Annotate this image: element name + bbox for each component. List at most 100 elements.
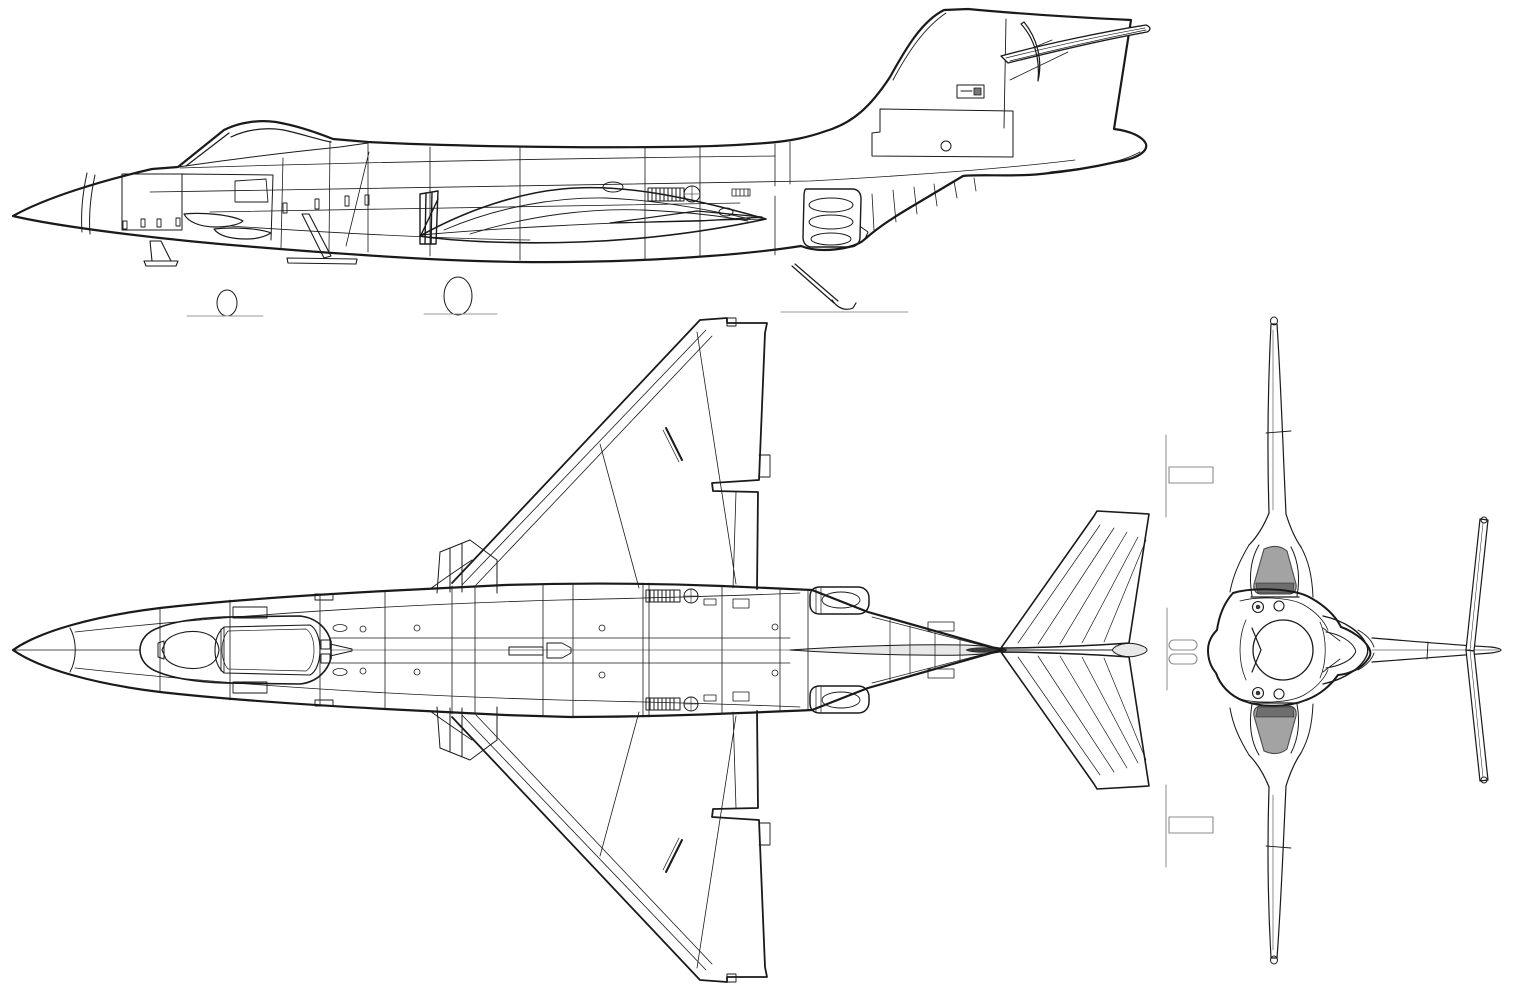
tail-hook [861, 227, 868, 239]
plan-fan-upper-cross [684, 589, 698, 603]
fuselage-section-outline [1208, 589, 1370, 705]
tailplane-front-upper [1466, 519, 1488, 651]
ref-mid-pill-1 [1169, 640, 1197, 650]
fin-emblem-dot [974, 88, 981, 95]
cannon-port-3 [1253, 688, 1264, 699]
canopy-front-outer [1323, 616, 1368, 684]
wing-section-line-1 [444, 198, 750, 230]
canopy-bow-frames [221, 627, 224, 673]
plan-small-rects [704, 599, 749, 701]
cannon-dot-1 [1256, 605, 1260, 609]
ref-top-rect [1169, 467, 1213, 483]
splitter-strake-upper [184, 213, 243, 227]
tailplane-front-lower [1466, 650, 1488, 781]
radome-ring-arc [70, 628, 75, 672]
elevator-travel-arc [1021, 22, 1040, 81]
splitter-strake-lower [214, 228, 271, 239]
wing-blade-lower [1268, 786, 1286, 958]
tailplane-upper-ribs [1018, 525, 1146, 644]
main-wheel [444, 277, 472, 315]
cannon-port-4 [1274, 689, 1284, 699]
fuselage-longeron-mid [150, 160, 1075, 192]
windshield-frame [186, 129, 331, 166]
wing-upper [452, 318, 767, 589]
vent-ticks [283, 195, 369, 213]
fuselage-longeron-top [75, 593, 800, 632]
intake-rim-upper [1250, 545, 1298, 596]
fin-emblem [957, 85, 984, 98]
fuselage-outline [13, 9, 1146, 262]
wing-root-fairing-lower [437, 707, 497, 760]
aft-sensor-circle [941, 141, 951, 151]
wing-upper-root-flares [1249, 513, 1301, 547]
intake-edge-tabs [315, 594, 333, 706]
cockpit-side-panels [233, 607, 267, 693]
fin-leading-edge-inner [893, 13, 946, 80]
nose-gear-bay-panel [122, 174, 273, 240]
wing-lower-fence [666, 840, 682, 872]
probe-v-notch [1252, 628, 1261, 672]
wing-section-line-2 [470, 210, 748, 234]
wing-upper-tip-cap [1271, 317, 1278, 325]
radome-joint-arcs [82, 173, 95, 234]
wing-lower-fence-line [663, 838, 679, 870]
fuselage-oval-vent [719, 208, 733, 216]
intake-lip-lines [1251, 597, 1299, 703]
windshield-plan-lens [162, 631, 219, 668]
cannon-dot-3 [1256, 691, 1260, 695]
wing-lower-tip-notch [727, 974, 736, 982]
tailplane-rib-lines [1006, 28, 1146, 61]
cannon-port-1 [1253, 602, 1264, 613]
plan-grille-lower [646, 698, 680, 710]
tailplane-inner-lines [1470, 523, 1483, 777]
wing-fairing-upper [1230, 545, 1313, 597]
tail-bullet-seam [1050, 152, 1140, 172]
canopy-sill-line [178, 143, 368, 167]
wing-upper-te-tab [759, 455, 770, 477]
tail-bumper-strut [792, 264, 856, 309]
nose-wheel [217, 290, 237, 316]
intake-lower-band [1256, 707, 1294, 717]
top-view [13, 318, 1149, 982]
nose-step [144, 241, 178, 266]
rivet-circle-3 [772, 624, 778, 630]
nozzle-pod-upper [810, 587, 869, 614]
wing-lower-te-tab [759, 823, 770, 845]
engine-face-ring [1253, 620, 1313, 680]
front-view [1166, 317, 1501, 964]
canopy-main-frame [215, 625, 320, 675]
station-frames [160, 583, 808, 717]
nozzle-pod-lower-ellipse [822, 692, 860, 708]
rivet-circle-2 [599, 625, 605, 631]
nozzle-pod-upper-ellipse [822, 592, 860, 608]
rivet-circle-5 [599, 672, 605, 678]
fuselage-keel-line [230, 226, 530, 240]
aft-boom-tabs [928, 622, 954, 678]
fin-root-fillets [1358, 630, 1374, 670]
flap-wedge [610, 211, 762, 223]
nozzle-pod-lower [810, 686, 869, 713]
nozzle-pod-lower-caps [816, 687, 821, 712]
intake-rim-lower [1250, 704, 1298, 755]
canopy-main-inner [222, 629, 314, 671]
fin-front-spike [1372, 638, 1501, 662]
wing-lower-inner-lines [462, 712, 736, 970]
tailplane-plan-lower [1001, 652, 1149, 789]
aft-boom-inner-edges [872, 617, 996, 683]
nose-oval-vents [333, 625, 366, 676]
aft-access-panel [872, 109, 1013, 157]
wing-lower-tick [1266, 846, 1291, 848]
dorsal-fan-cross [684, 186, 700, 202]
wing-profile [420, 188, 766, 243]
nozzle-pod-upper-caps [816, 588, 821, 613]
fuselage-longeron-upper [180, 156, 775, 168]
windshield-nose-cap [158, 641, 164, 659]
tailplane-tip-cap-lower [1481, 777, 1487, 783]
section-inner-arcs [1240, 598, 1328, 702]
exhaust-nozzle [803, 189, 861, 247]
canopy-front-struts [1323, 628, 1340, 672]
rivet-circle-6 [772, 670, 778, 676]
aft-boom-frames [890, 620, 960, 680]
